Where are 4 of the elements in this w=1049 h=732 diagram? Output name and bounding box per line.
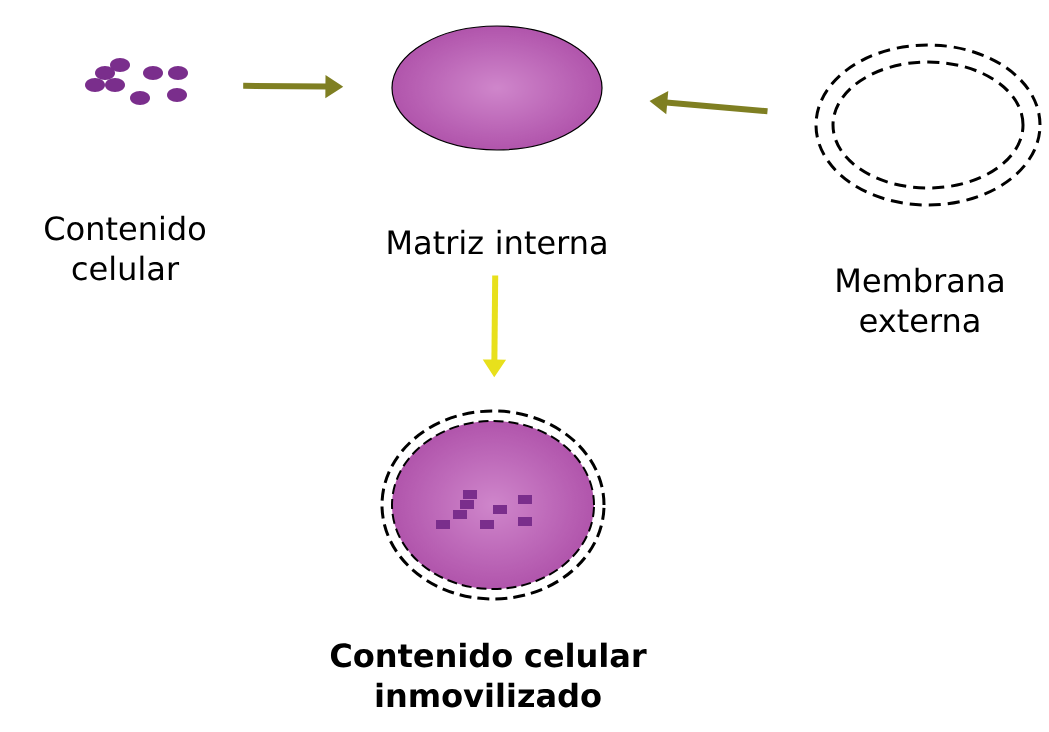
node-label: Contenido celular <box>45 215 205 281</box>
node-label: Matriz interna <box>388 229 606 255</box>
node-label: Membrana externa <box>837 267 1003 333</box>
node-label: Contenido celular inmovilizado <box>330 642 647 708</box>
